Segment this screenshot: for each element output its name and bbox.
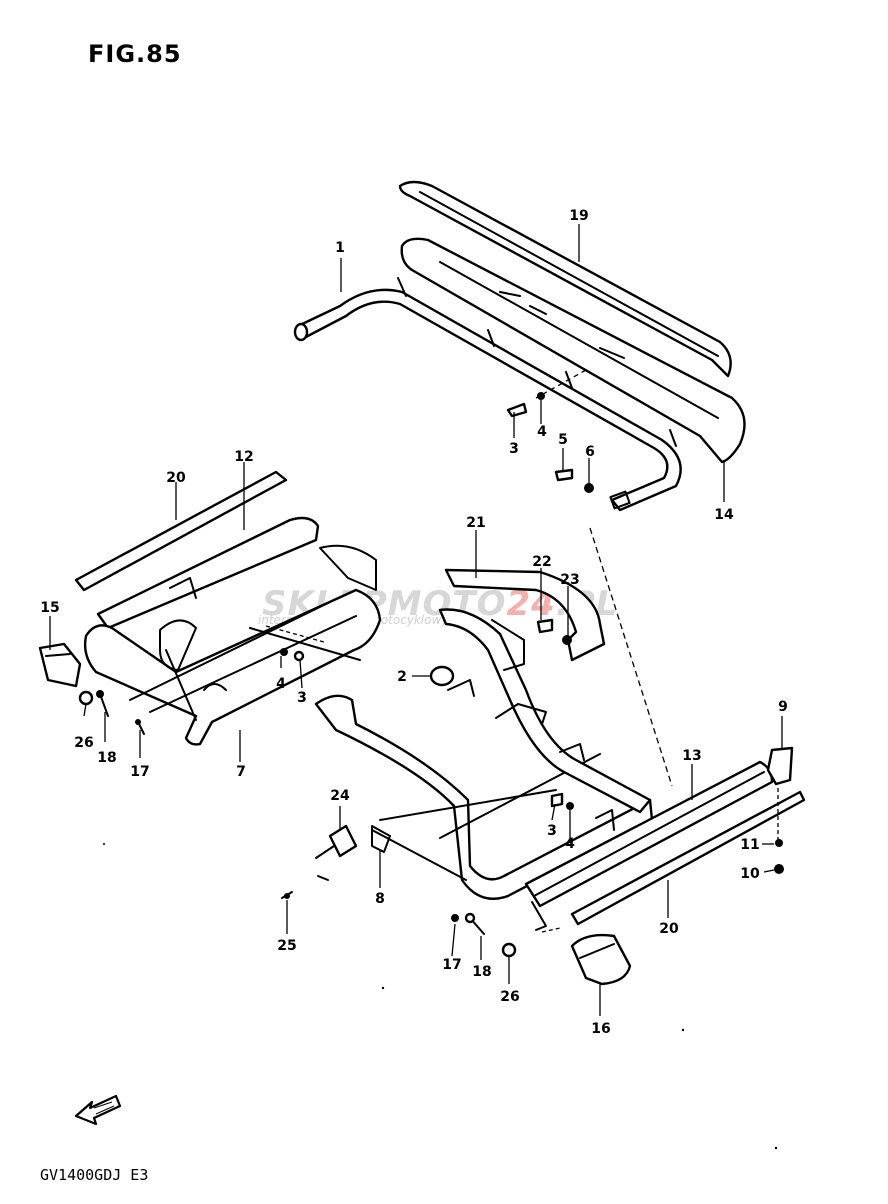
callout-4-top: 4	[537, 424, 547, 440]
nut-26-right	[501, 942, 517, 958]
part-20-left-strip	[74, 470, 288, 592]
callout-3-top: 3	[509, 441, 519, 457]
callout-8: 8	[375, 891, 385, 907]
screw-25	[281, 891, 293, 899]
washer-4-center	[566, 802, 574, 810]
callout-3-center: 3	[547, 823, 557, 839]
figure-title: FIG.85	[88, 40, 182, 68]
scan-specks	[103, 843, 778, 1150]
callout-25: 25	[277, 938, 296, 954]
callout-26-right: 26	[500, 989, 519, 1005]
callout-19: 19	[569, 208, 588, 224]
part-16-end-cap	[570, 933, 632, 986]
part-2-cap	[429, 665, 455, 687]
callout-9: 9	[778, 699, 788, 715]
screw-17-left	[135, 719, 145, 735]
part-1-upper-rail	[293, 277, 682, 512]
bolt-18-right	[464, 912, 485, 935]
part-21-bracket	[444, 568, 606, 662]
callout-2: 2	[397, 669, 407, 685]
part-7-left-frame	[83, 544, 382, 746]
callout-3-left: 3	[297, 690, 307, 706]
callout-4-center: 4	[565, 836, 575, 852]
callout-23: 23	[560, 572, 579, 588]
callout-18-left: 18	[97, 750, 116, 766]
screw-17-right	[451, 914, 459, 922]
part-20-right-strip	[570, 790, 806, 926]
bolt-5	[554, 468, 574, 482]
nut-6	[584, 483, 594, 493]
callout-15: 15	[40, 600, 59, 616]
front-arrow-icon	[74, 1094, 122, 1126]
callout-5: 5	[558, 432, 568, 448]
callout-21: 21	[466, 515, 485, 531]
callout-1: 1	[335, 240, 345, 256]
callout-11: 11	[740, 837, 759, 853]
leader-lines	[49, 224, 783, 1016]
nut-26-left	[78, 690, 94, 706]
callout-10: 10	[740, 866, 760, 882]
callout-20-left: 20	[166, 470, 186, 486]
part-12-left-rail	[96, 516, 320, 630]
part-19-trim-strip	[398, 180, 732, 378]
callout-4-left: 4	[276, 676, 286, 692]
part-8-main-frame	[314, 608, 654, 900]
washer-4-left	[280, 648, 288, 656]
callout-16: 16	[591, 1021, 610, 1037]
callout-13: 13	[682, 748, 701, 764]
model-code: GV1400GDJ E3	[40, 1166, 149, 1184]
bolt-3-top	[506, 402, 528, 418]
bolt-3-center	[550, 792, 564, 808]
bolt-22	[536, 618, 554, 634]
part-24-bracket	[315, 824, 358, 881]
callout-7: 7	[236, 764, 246, 780]
callout-26-left: 26	[74, 735, 93, 751]
callout-22: 22	[532, 554, 551, 570]
callout-17-right: 17	[442, 957, 461, 973]
part-15-left-bracket	[38, 642, 82, 688]
bolt-10	[774, 864, 784, 874]
callout-24: 24	[330, 788, 350, 804]
callout-20-right: 20	[659, 921, 679, 937]
callout-14: 14	[714, 507, 734, 523]
reference-lines	[265, 369, 779, 933]
bolt-18-left	[96, 690, 109, 717]
callout-labels: 1 19 14 3 4 5 6 12 20 15 4 3 26 18 17 7 …	[40, 208, 788, 1037]
callout-12: 12	[234, 449, 253, 465]
callout-17-left: 17	[130, 764, 149, 780]
washer-11	[775, 839, 783, 847]
nut-23	[562, 635, 572, 645]
callout-18-right: 18	[472, 964, 491, 980]
bolt-3-left	[293, 650, 305, 662]
callout-6: 6	[585, 444, 595, 460]
part-9-end-clip	[766, 746, 794, 786]
part-14-rail-cover	[400, 237, 746, 464]
